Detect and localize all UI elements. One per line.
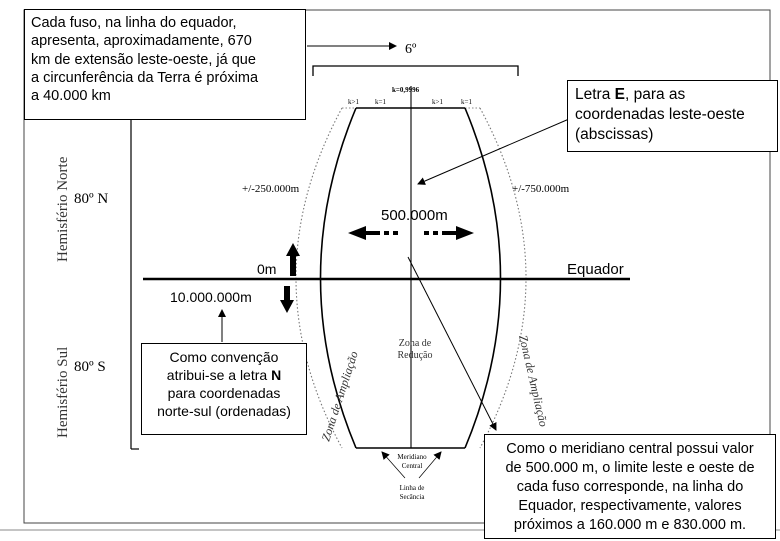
north-arrow — [286, 243, 300, 276]
easting-arrow-left-head — [348, 226, 366, 240]
zone-limits-callout: Como o meridiano central possui valor de… — [484, 434, 776, 539]
callout-line: cada fuso corresponde, na linha do — [516, 479, 744, 495]
callout-line: coordenadas leste-oeste — [575, 106, 745, 123]
callout-line: Letra E, para as — [575, 85, 770, 105]
secant-pointer-left — [381, 451, 406, 479]
amplification-zone-right-label: Zona de Ampliação — [516, 334, 551, 429]
secant-pointer-right — [418, 451, 442, 479]
outer-frame — [23, 9, 771, 524]
reduction-zone-label-2: Redução — [398, 350, 433, 361]
west-easting-label: +/-250.000m — [242, 183, 300, 195]
zone-width-label: 6º — [405, 42, 417, 57]
callout-text: atribui-se a letra — [166, 367, 272, 383]
letter-e: E — [614, 86, 625, 103]
secant-line-label-2: Secância — [400, 493, 426, 501]
easting-arrow-dash-5 — [433, 231, 438, 235]
easting-arrow-dash-2 — [384, 231, 389, 235]
false-northing-label: 10.000.000m — [170, 289, 252, 305]
secant-line-label-1: Linha de — [400, 484, 425, 492]
k-center-label: k=0,9996 — [392, 86, 420, 94]
callout-line: Equador, respectivamente, valores — [518, 498, 742, 514]
reduction-zone-label-1: Zona de — [399, 338, 432, 349]
equator-label: Equador — [567, 261, 624, 278]
callout-line: a circunferência da Terra é próxima — [31, 69, 259, 86]
k-gt1-label-right: k>1 — [432, 98, 443, 106]
easting-arrow-dash-6 — [442, 231, 457, 235]
hemisphere-south-label: Hemisfério Sul — [55, 347, 71, 438]
zero-m-label: 0m — [257, 261, 276, 277]
k-eq1-label-right: k=1 — [461, 98, 472, 106]
callout-text: , para as — [624, 86, 686, 103]
callout-line: Como convenção — [169, 349, 279, 365]
callout-text: Letra — [575, 86, 615, 103]
meridian-value-arrow — [407, 256, 497, 431]
east-easting-label: +/-750.000m — [512, 183, 570, 195]
k-eq1-label-left: k=1 — [375, 98, 386, 106]
k-gt1-label-left: k>1 — [348, 98, 359, 106]
callout-line: para coordenadas — [167, 385, 281, 401]
callout-line: de 500.000 m, o limite leste e oeste de — [505, 460, 755, 476]
callout-line: (abscissas) — [575, 126, 654, 143]
easting-arrow-dash-3 — [393, 231, 398, 235]
easting-arrow-right-head — [456, 226, 474, 240]
callout-line: a 40.000 km — [31, 88, 111, 105]
callout-line: norte-sul (ordenadas) — [157, 403, 291, 419]
callout-line: km de extensão leste-oeste, já que — [31, 51, 256, 68]
hemisphere-north-label: Hemisfério Norte — [55, 156, 71, 262]
callout-line: próximos a 160.000 m e 830.000 m. — [513, 517, 747, 533]
callout-line: atribui-se a letra N — [146, 366, 302, 384]
letter-n: N — [271, 367, 282, 383]
central-easting-label: 500.000m — [381, 207, 448, 224]
callout-line: Cada fuso, na linha do equador, — [31, 15, 237, 31]
latitude-north-label: 80º N — [74, 191, 108, 207]
central-meridian-label-2: Central — [402, 462, 423, 470]
latitude-south-label: 80º S — [74, 359, 106, 375]
easting-arrow-dash-4 — [424, 231, 429, 235]
callout-line: apresenta, aproximadamente, 670 — [31, 33, 252, 50]
easting-arrow-dash-1 — [365, 231, 380, 235]
easting-letter-callout: Letra E, para as coordenadas leste-oeste… — [567, 80, 778, 152]
callout-line: Como o meridiano central possui valor — [506, 441, 754, 457]
south-arrow — [280, 286, 294, 313]
zone-width-bracket — [312, 65, 519, 76]
amplification-zone-left-label: Zona de Ampliação — [319, 349, 361, 443]
central-meridian-label-1: Meridiano — [397, 453, 427, 461]
easting-letter-arrow — [417, 115, 577, 185]
zone-extent-callout: Cada fuso, na linha do equador, apresent… — [24, 9, 306, 120]
northing-letter-callout: Como convenção atribui-se a letra N para… — [141, 343, 307, 435]
